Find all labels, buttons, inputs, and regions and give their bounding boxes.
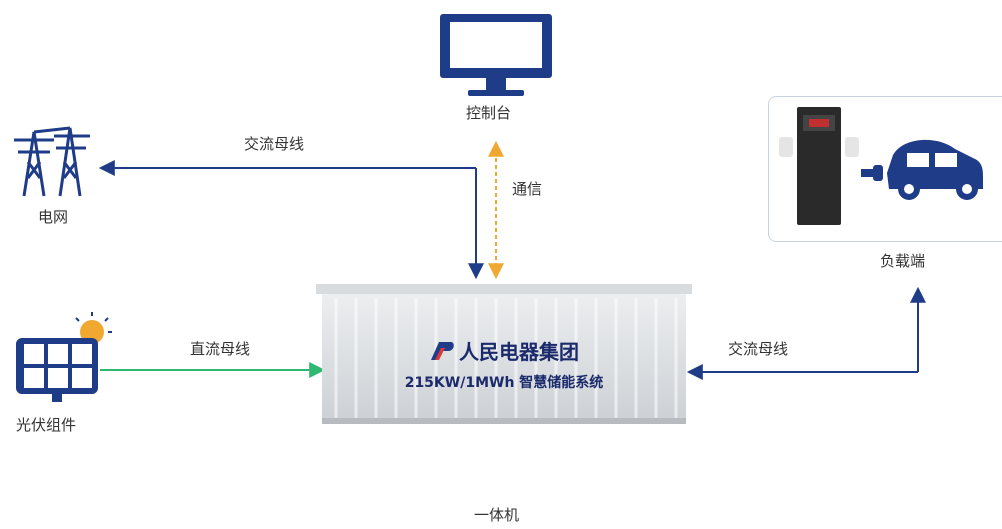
unit-label: 一体机 xyxy=(474,506,520,524)
pv-label: 光伏组件 xyxy=(16,416,77,434)
brand-title: 人民电器集团 xyxy=(316,336,692,365)
comm-label: 通信 xyxy=(512,180,543,198)
storage-container: 人民电器集团 215KW/1MWh 智慧储能系统 xyxy=(316,284,692,426)
ev-charger-icon xyxy=(779,107,983,225)
ac-bus-grid-label: 交流母线 xyxy=(244,135,305,153)
dc-bus-label: 直流母线 xyxy=(190,340,251,358)
brand-name: 人民电器集团 xyxy=(459,340,579,364)
monitor-icon xyxy=(438,12,554,98)
unit-subtitle: 215KW/1MWh 智慧储能系统 xyxy=(404,375,604,391)
power-tower-icon xyxy=(10,118,94,198)
load-box xyxy=(768,96,1002,242)
grid-label: 电网 xyxy=(38,208,69,226)
load-label: 负载端 xyxy=(880,252,926,270)
console-label: 控制台 xyxy=(466,104,512,122)
ac-bus-load-label: 交流母线 xyxy=(728,340,789,358)
solar-panel-icon xyxy=(12,310,116,406)
brand-logo-icon xyxy=(431,342,454,360)
